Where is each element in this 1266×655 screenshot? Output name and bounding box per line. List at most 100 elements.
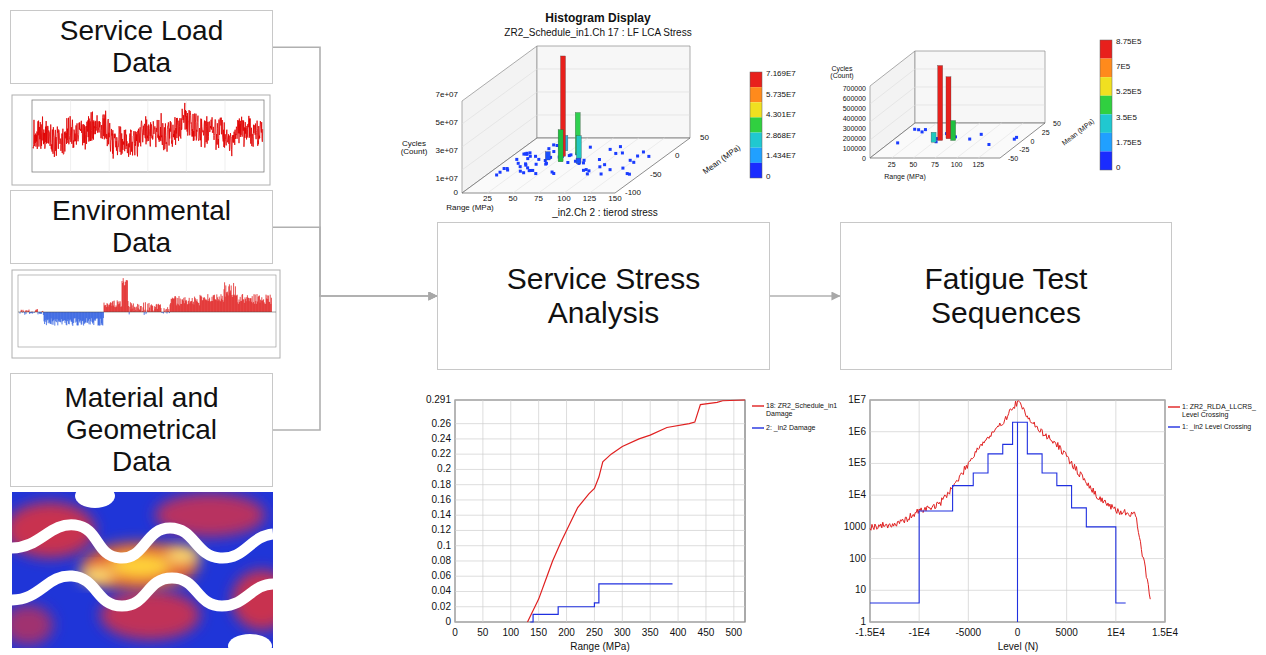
tick-label: 100 — [557, 195, 570, 203]
environment-bar — [195, 300, 196, 312]
environment-bar — [137, 304, 138, 312]
environment-bar — [217, 297, 218, 312]
tick-label: 1e+07 — [436, 175, 458, 183]
environment-bars — [20, 278, 271, 326]
histogram-cell — [517, 162, 520, 165]
grid-line — [590, 138, 665, 193]
environment-bar — [149, 303, 150, 312]
environment-bar — [262, 301, 263, 312]
tick-label: 100 — [849, 554, 866, 564]
environment-bar — [216, 294, 217, 312]
environment-bar — [237, 295, 238, 312]
environment-bar — [167, 307, 168, 312]
legend-label: 1: ZR2_RLDA_LLCRS_ Level Crossing — [1182, 403, 1266, 419]
environment-bar — [267, 295, 268, 312]
histogram-cell — [621, 151, 624, 154]
grid-line — [870, 87, 1045, 122]
environment-bar — [80, 312, 81, 323]
tick-label: -25 — [1019, 146, 1029, 153]
process-box: Fatigue Test Sequences — [840, 222, 1172, 370]
environment-bar — [107, 304, 108, 312]
histogram-cell — [515, 158, 518, 161]
tick-label: -100 — [625, 189, 641, 197]
grid-line — [482, 400, 483, 622]
histogram-bar — [951, 121, 956, 141]
histogram-cell — [499, 171, 502, 174]
environment-bar — [261, 297, 262, 312]
environment-bar — [185, 297, 186, 312]
grid-line — [455, 400, 745, 401]
environment-bar — [66, 312, 67, 325]
environment-bar — [129, 312, 130, 314]
color-bar-band — [1100, 114, 1112, 133]
environment-bar — [36, 310, 37, 312]
color-bar-band — [1100, 96, 1112, 115]
color-scale-value: 7.169E7 — [766, 70, 796, 78]
tick-label: 0.06 — [432, 571, 451, 581]
legend-line-sample — [1168, 403, 1181, 411]
grid-line — [488, 138, 563, 193]
environment-bar — [222, 300, 223, 312]
environment-bar — [245, 297, 246, 312]
tick-label: -50 — [1008, 155, 1018, 162]
environment-bar — [120, 307, 121, 312]
environment-bar — [98, 312, 99, 326]
histogram-cell — [526, 166, 529, 169]
histogram-cell — [551, 171, 554, 174]
environment-bar — [96, 312, 97, 319]
environment-bar — [259, 296, 260, 312]
tick-label: 400 — [670, 628, 687, 638]
environment-bar — [225, 285, 226, 312]
histogram-cell — [968, 138, 971, 141]
histogram-bar — [938, 66, 943, 141]
environment-bar — [235, 286, 236, 312]
histogram-cell — [569, 153, 572, 156]
environment-bar — [192, 298, 193, 312]
environment-bar — [224, 282, 225, 312]
load-signal — [33, 103, 263, 159]
environment-bar — [182, 299, 183, 312]
stress-region — [12, 605, 53, 645]
color-bar-band — [750, 72, 762, 87]
environment-bar — [101, 312, 102, 325]
histogram-cell — [529, 155, 532, 158]
histogram-cell — [632, 161, 635, 164]
channel-name: _in2.Ch 2 : tierod stress — [552, 208, 658, 218]
tick-label: 100 — [502, 628, 519, 638]
environment-bar — [53, 312, 54, 321]
environment-bar — [193, 302, 194, 312]
environment-bar — [65, 312, 66, 323]
legend-line-sample — [752, 424, 765, 432]
tick-label: 25 — [1042, 128, 1050, 135]
histogram-cell — [547, 147, 550, 150]
environment-bar — [77, 312, 78, 325]
histogram-cell — [603, 163, 606, 166]
environment-bar — [114, 307, 115, 312]
environment-bar — [248, 298, 249, 312]
environment-bar — [50, 312, 51, 324]
grid-line — [455, 545, 745, 546]
tick-label: 600000 — [843, 95, 866, 102]
environment-bar — [116, 305, 117, 312]
environment-bar — [254, 294, 255, 312]
environment-bar — [250, 298, 251, 312]
grid-line — [968, 400, 969, 622]
environment-bar — [263, 300, 264, 312]
color-bar-band — [750, 102, 762, 117]
environment-bar — [124, 285, 125, 312]
grid-line — [455, 530, 745, 531]
environment-bar — [56, 312, 57, 322]
legend-line-sample — [752, 402, 765, 410]
tick-label: 0.1 — [437, 541, 451, 551]
color-bar-band — [750, 163, 762, 178]
environment-bar — [81, 312, 82, 325]
environment-bar — [200, 295, 201, 312]
color-scale-value: 5.25E5 — [1116, 88, 1141, 96]
environment-bar — [146, 312, 147, 314]
tick-label: 450 — [698, 628, 715, 638]
tick-label: -1.5E4 — [855, 628, 884, 638]
grid-line — [1017, 400, 1018, 622]
environment-bar — [173, 299, 174, 312]
histogram-cell — [987, 143, 990, 146]
process-box: Material and Geometrical Data — [10, 373, 273, 487]
